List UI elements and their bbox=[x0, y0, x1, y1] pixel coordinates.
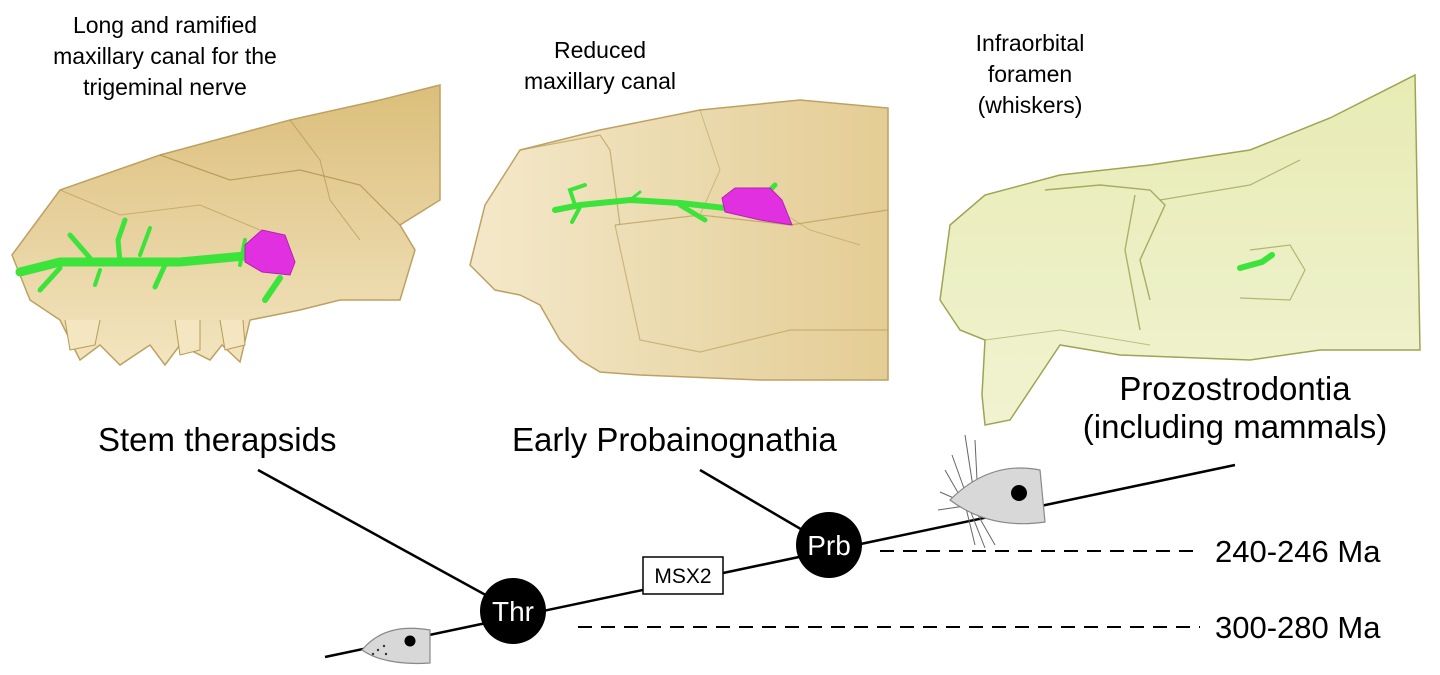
age-label-lower: 300-280 Ma bbox=[1215, 610, 1381, 645]
caption-early-probainognathia: Reduced maxillary canal bbox=[523, 37, 677, 94]
branch-stem-therapsids bbox=[257, 468, 514, 612]
node-thr bbox=[480, 578, 546, 644]
skull-early-probainognathia bbox=[469, 99, 889, 381]
head-icon-no-whiskers bbox=[361, 627, 431, 665]
msx2-box bbox=[642, 556, 724, 595]
caption-stem-therapsids: Long and ramified maxillary canal for th… bbox=[53, 12, 277, 100]
caption-prozostrodontia: Infraorbital foramen (whiskers) bbox=[975, 30, 1085, 118]
clade-prozostrodontia: Prozostrodontia (including mammals) bbox=[1082, 370, 1388, 445]
tree-backbone bbox=[324, 463, 1236, 659]
node-prb bbox=[796, 512, 862, 578]
msx2-label: MSX2 bbox=[654, 565, 711, 588]
clade-early-probainognathia: Early Probainognathia bbox=[512, 421, 837, 458]
skull-prozostrodontia bbox=[939, 73, 1421, 426]
age-label-upper: 240-246 Ma bbox=[1215, 534, 1381, 569]
skull-stem-therapsid bbox=[11, 84, 441, 367]
node-prb-label: Prb bbox=[807, 530, 851, 561]
node-thr-label: Thr bbox=[492, 596, 534, 627]
head-icon-whiskers bbox=[937, 434, 1046, 549]
clade-stem-therapsids: Stem therapsids bbox=[98, 421, 337, 458]
